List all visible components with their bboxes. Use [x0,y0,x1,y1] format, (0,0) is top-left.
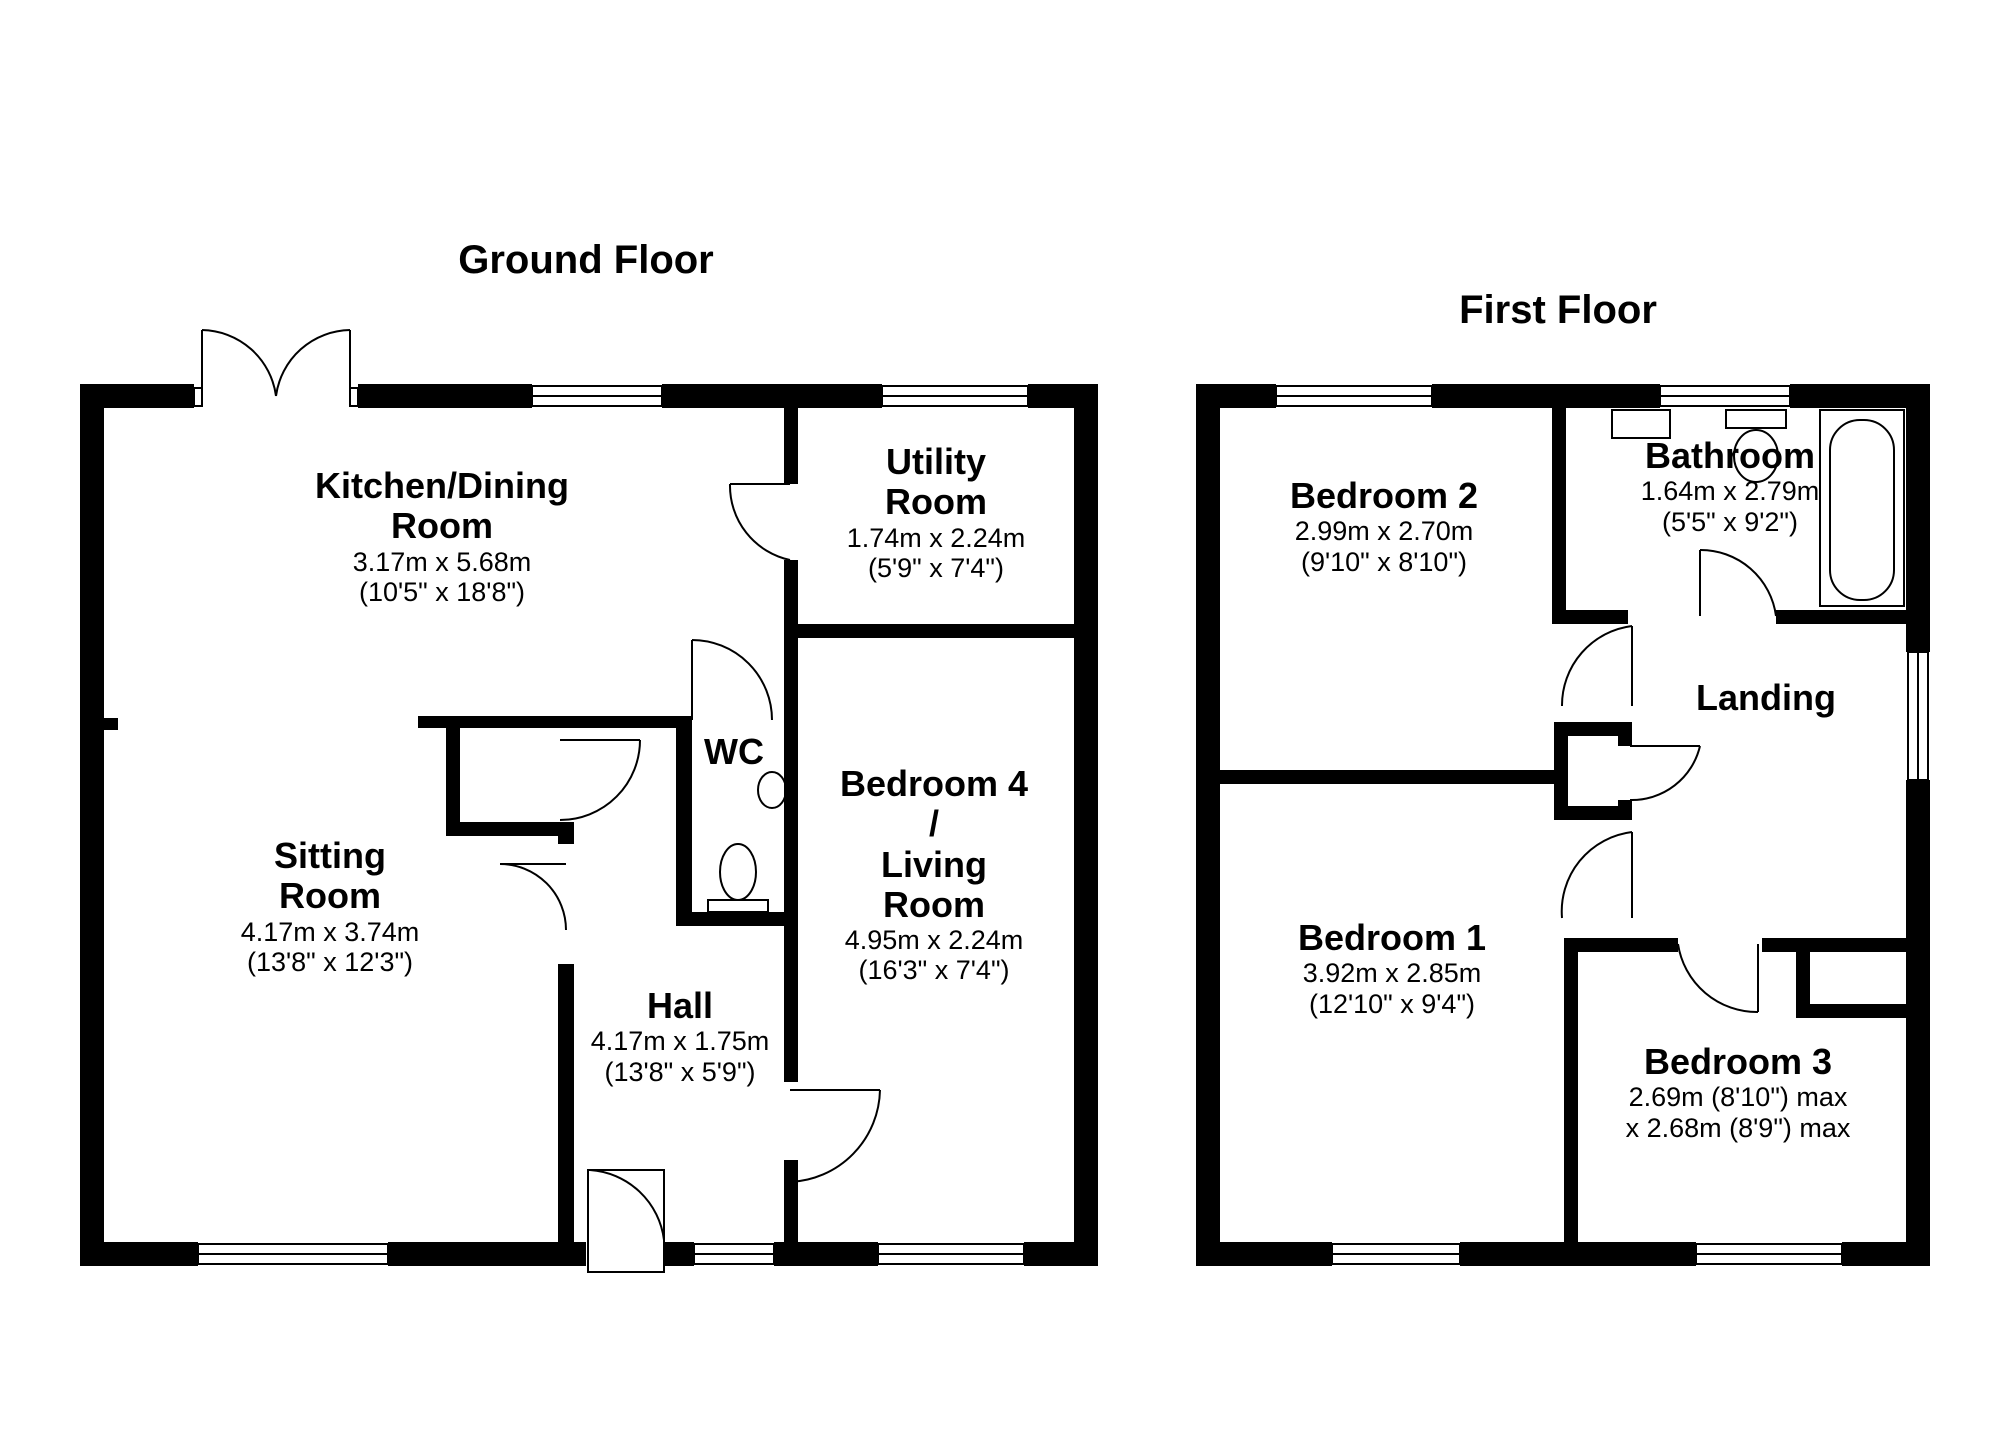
room-dim-imperial: x 2.68m (8'9") max [1625,1112,1851,1143]
room-name-line: Kitchen/Dining [315,465,569,506]
room-bedroom-3: Bedroom 3 2.69m (8'10") max x 2.68m (8'9… [1625,1041,1851,1143]
first-floor-title: First Floor [1459,288,1657,332]
room-name-line: Room [391,505,493,547]
room-hall: Hall 4.17m x 1.75m (13'8" x 5'9") [590,985,770,1087]
room-dim-metric: 2.69m (8'10") max [1628,1082,1848,1113]
ground-floor-title: Ground Floor [458,238,714,282]
room-bathroom: Bathroom 1.64m x 2.79m (5'5" x 9'2") [1640,435,1820,537]
room-landing: Landing [1696,677,1836,718]
room-name-line: Sitting [274,835,386,876]
room-name-line: Room [882,883,985,925]
room-name-line: Room [885,481,987,523]
room-dim-metric: 2.99m x 2.70m [1294,516,1474,547]
room-bedroom-2: Bedroom 2 2.99m x 2.70m (9'10" x 8'10") [1289,475,1479,577]
ground-floor-walls [80,384,1098,1266]
room-dim-metric: 1.64m x 2.79m [1640,476,1820,507]
room-sitting: Sitting Room 4.17m x 3.74m (13'8" x 12'3… [240,835,420,977]
room-dim-imperial: (9'10" x 8'10") [1300,546,1468,577]
room-dim-metric: 4.17m x 3.74m [240,916,420,947]
room-name-line: Bedroom 1 [1297,917,1487,958]
room-name-line: Bathroom [1645,435,1815,476]
room-dim-metric: 3.17m x 5.68m [352,546,532,577]
room-dim-metric: 4.95m x 2.24m [844,925,1024,956]
ground-floor-doors [193,329,881,1273]
room-dim-imperial: (13'8" x 5'9") [604,1056,756,1087]
room-dim-imperial: (5'5" x 9'2") [1661,506,1799,537]
room-dim-imperial: (5'9" x 7'4") [867,552,1005,583]
room-name-line: Hall [646,985,714,1026]
room-name-line: Bedroom 3 [1643,1041,1833,1082]
ground-floor-windows [197,385,1029,1265]
first-floor-doors [1560,409,1905,1014]
room-dim-metric: 4.17m x 1.75m [590,1026,770,1057]
room-name-line: Landing [1696,677,1836,718]
room-dim-imperial: (13'8" x 12'3") [246,946,414,977]
room-bedroom-1: Bedroom 1 3.92m x 2.85m (12'10" x 9'4") [1297,917,1487,1019]
room-bedroom-4-living: Bedroom 4 / Living Room 4.95m x 2.24m (1… [839,763,1029,986]
room-name-line: Bedroom 2 [1289,475,1479,516]
room-kitchen-dining: Kitchen/Dining Room 3.17m x 5.68m (10'5"… [315,465,569,607]
room-name-line: / [928,803,940,845]
room-dim-imperial: (10'5" x 18'8") [358,576,526,607]
room-dim-metric: 1.74m x 2.24m [846,522,1026,553]
room-utility: Utility Room 1.74m x 2.24m (5'9" x 7'4") [846,441,1026,583]
first-floor-walls [1196,384,1930,1266]
room-name-line: Room [279,875,381,917]
room-wc: WC [704,731,764,772]
room-name-line: Bedroom 4 [839,763,1029,804]
room-name-line: Living [880,843,987,885]
first-floor-windows [1275,385,1929,1265]
room-dim-imperial: (16'3" x 7'4") [858,955,1010,986]
room-dim-metric: 3.92m x 2.85m [1302,958,1482,989]
room-name-line: WC [704,731,764,772]
room-dim-imperial: (12'10" x 9'4") [1308,988,1476,1019]
room-name-line: Utility [885,441,986,482]
